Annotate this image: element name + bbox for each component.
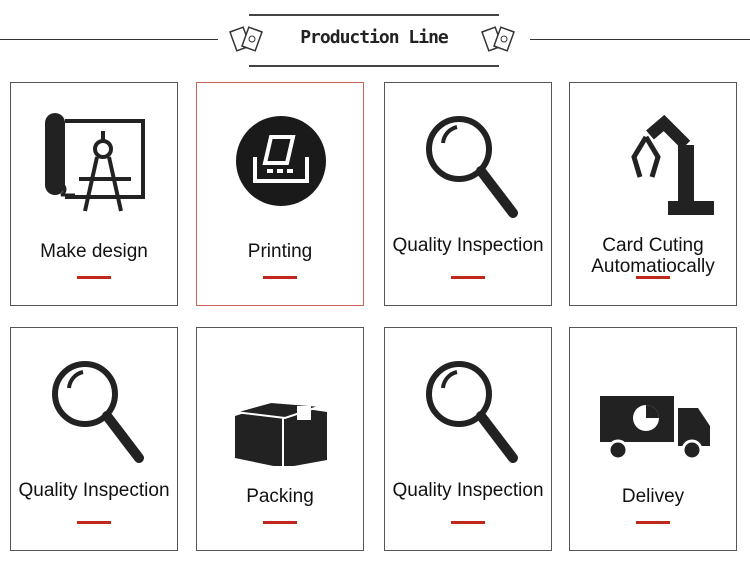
page-title: Production Line: [300, 27, 449, 48]
step-card-quality-inspection: Quality Inspection: [384, 82, 552, 306]
step-label: Delivey: [621, 486, 685, 507]
step-label: Quality Inspection: [18, 480, 170, 501]
step-card-make-design: Make design: [10, 82, 178, 306]
step-card-delivery: Delivey: [569, 327, 737, 551]
playing-cards-icon: [229, 26, 263, 52]
accent-bar: [636, 521, 670, 524]
magnifier-icon: [426, 361, 518, 463]
step-card-quality-inspection: Quality Inspection: [10, 327, 178, 551]
printer-icon: [236, 116, 326, 206]
title-frame: [249, 14, 499, 67]
step-card-card-cutting: Card Cuting Automatiocally: [569, 82, 737, 306]
magnifier-icon: [52, 361, 144, 463]
blueprint-compass-icon: [45, 113, 145, 212]
step-card-printing: Printing: [196, 82, 364, 306]
robot-arm-icon: [631, 114, 714, 215]
step-label: Make design: [40, 241, 148, 262]
step-card-quality-inspection: Quality Inspection: [384, 327, 552, 551]
step-label: Quality Inspection: [392, 480, 544, 501]
step-label: Quality Inspection: [392, 235, 544, 256]
magnifier-icon: [426, 116, 518, 218]
accent-bar: [77, 521, 111, 524]
step-label: Printing: [247, 241, 313, 262]
accent-bar: [263, 521, 297, 524]
box-icon: [234, 400, 327, 466]
header-divider-right: [530, 39, 750, 40]
playing-cards-icon: [481, 26, 515, 52]
header-divider-left: [0, 39, 218, 40]
step-label: Card Cuting Automatiocally: [591, 235, 715, 277]
accent-bar: [263, 276, 297, 279]
accent-bar: [77, 276, 111, 279]
accent-bar: [451, 276, 485, 279]
accent-bar: [451, 521, 485, 524]
truck-icon: [600, 396, 710, 461]
step-label: Packing: [246, 486, 314, 507]
accent-bar: [636, 276, 670, 279]
step-card-packing: Packing: [196, 327, 364, 551]
